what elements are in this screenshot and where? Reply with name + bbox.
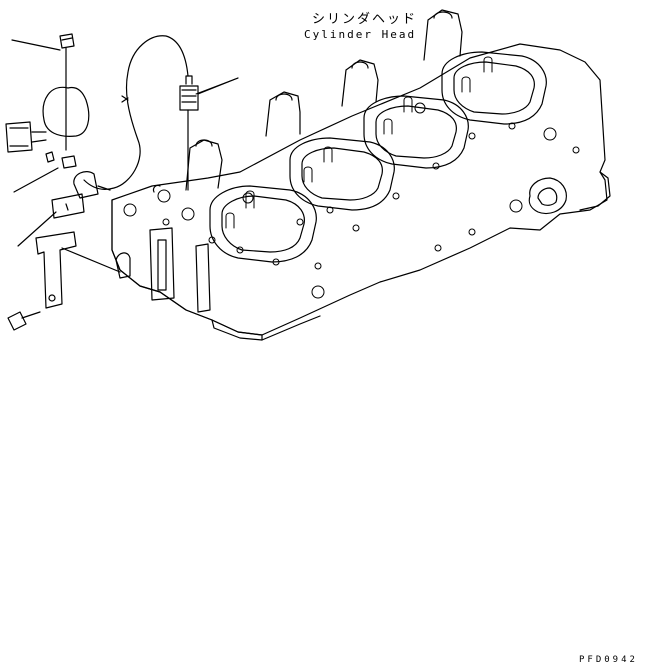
cylinder-head-body <box>111 43 611 341</box>
component-label-japanese: シリンダヘッド <box>312 12 418 27</box>
component-label-english: Cylinder Head <box>304 28 417 41</box>
head-bolt-bosses <box>185 9 463 191</box>
drawing-code: PFD0942 <box>579 655 638 665</box>
front-bracket <box>115 227 211 313</box>
valve-studs <box>225 56 493 229</box>
wire-clamp-assembly <box>5 33 121 331</box>
temperature-sensor <box>179 75 239 191</box>
valve-pockets <box>209 51 547 263</box>
leader-lines <box>195 77 239 95</box>
bolt-holes <box>123 102 580 299</box>
wiring-harness <box>83 35 189 193</box>
